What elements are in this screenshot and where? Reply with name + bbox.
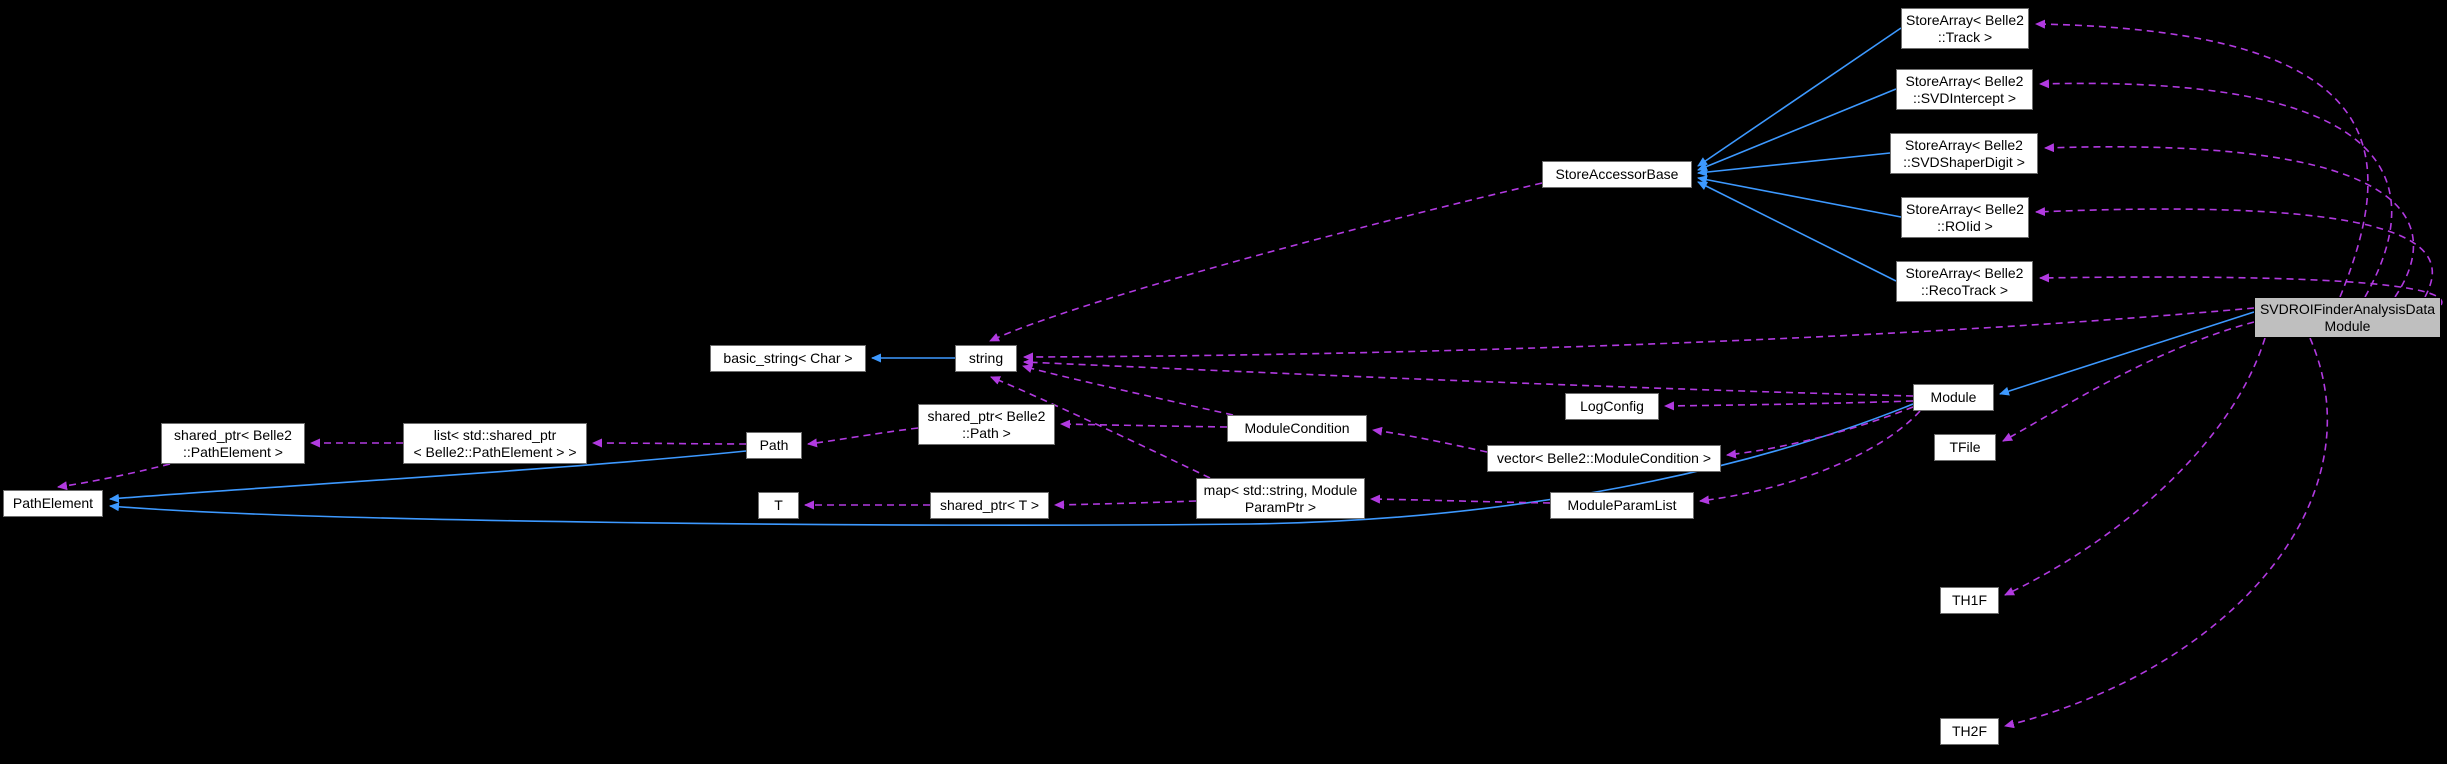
node-string[interactable]: string bbox=[955, 345, 1017, 372]
edge-graynode-string bbox=[1023, 307, 2255, 362]
edge-graynode-track bbox=[2035, 19, 2369, 298]
edge-track-storeaccessorbase bbox=[1697, 27, 1902, 167]
node-sharedptrt[interactable]: shared_ptr< T > bbox=[930, 492, 1049, 519]
node-label: StoreArray< Belle2 bbox=[1906, 11, 2024, 28]
edge-graynode-svdshaperdigit bbox=[2044, 143, 2415, 298]
node-label: StoreArray< Belle2 bbox=[1906, 200, 2024, 217]
node-label: Path bbox=[759, 437, 789, 453]
node-label: StoreArray< Belle2 bbox=[1905, 72, 2024, 89]
node-label: StoreArray< Belle2 bbox=[1905, 264, 2024, 281]
node-sharedptrpe[interactable]: shared_ptr< Belle2::PathElement > bbox=[161, 423, 305, 464]
edge-svdshaperdigit-storeaccessorbase bbox=[1697, 152, 1891, 177]
node-modulecondition[interactable]: ModuleCondition bbox=[1227, 415, 1367, 442]
node-th1f[interactable]: TH1F bbox=[1940, 587, 1999, 614]
node-basicstring[interactable]: basic_string< Char > bbox=[710, 345, 866, 372]
node-label: LogConfig bbox=[1580, 398, 1644, 414]
node-module[interactable]: Module bbox=[1913, 384, 1994, 411]
edge-storeaccessorbase-string bbox=[989, 182, 1543, 342]
edge-graynode-recotrack bbox=[2039, 273, 2443, 306]
edge-graynode-th2f bbox=[2004, 337, 2329, 729]
edge-roiid-storeaccessorbase bbox=[1697, 175, 1902, 218]
node-modparamlist[interactable]: ModuleParamList bbox=[1550, 492, 1694, 519]
node-label: shared_ptr< Belle2 bbox=[174, 426, 292, 443]
node-label: StoreAccessorBase bbox=[1555, 166, 1679, 182]
edge-modparamlist-map bbox=[1370, 494, 1551, 504]
edge-path-pathelement bbox=[109, 450, 747, 503]
node-label: ::SVDIntercept > bbox=[1912, 89, 2017, 106]
node-label: basic_string< Char > bbox=[723, 350, 853, 366]
edge-module-modparamlist bbox=[1699, 410, 1921, 505]
node-label: TH2F bbox=[1952, 723, 1987, 739]
edge-sharedptrpath-path bbox=[807, 427, 919, 448]
edge-map-string bbox=[990, 376, 1211, 479]
node-label: string bbox=[968, 350, 1004, 366]
node-svdintercept[interactable]: StoreArray< Belle2::SVDIntercept > bbox=[1896, 69, 2033, 110]
edge-map-sharedptrt bbox=[1054, 500, 1197, 510]
node-t[interactable]: T bbox=[758, 492, 799, 519]
node-label: ParamPtr > bbox=[1244, 498, 1317, 515]
node-label: ::PathElement > bbox=[182, 443, 283, 460]
node-label: shared_ptr< Belle2 bbox=[927, 407, 1046, 424]
node-sharedptrpath[interactable]: shared_ptr< Belle2::Path > bbox=[918, 404, 1055, 445]
edge-recotrack-storeaccessorbase bbox=[1697, 181, 1897, 282]
edge-vectorcond-modulecondition bbox=[1372, 426, 1488, 453]
edge-sharedptrpe-pathelement bbox=[57, 463, 171, 491]
node-label: T bbox=[774, 497, 783, 513]
node-label: ModuleParamList bbox=[1567, 497, 1677, 513]
node-track[interactable]: StoreArray< Belle2::Track > bbox=[1901, 8, 2029, 49]
node-roiid[interactable]: StoreArray< Belle2::ROIid > bbox=[1901, 197, 2029, 238]
node-label: ModuleCondition bbox=[1244, 420, 1350, 436]
edge-path-listpe bbox=[592, 438, 747, 448]
node-label: ::Track > bbox=[1937, 28, 1993, 45]
node-label: ::RecoTrack > bbox=[1920, 281, 2008, 298]
node-label: map< std::string, Module bbox=[1203, 481, 1358, 498]
edge-graynode-module bbox=[1999, 311, 2255, 396]
node-label: ::ROIid > bbox=[1937, 217, 1993, 234]
edge-graynode-svdintercept bbox=[2039, 79, 2393, 298]
node-label: Module bbox=[2324, 317, 2371, 334]
edge-graynode-roiid bbox=[2035, 207, 2434, 298]
node-tfile[interactable]: TFile bbox=[1934, 434, 1996, 461]
node-storeaccessorbase[interactable]: StoreAccessorBase bbox=[1542, 161, 1692, 188]
node-label: shared_ptr< T > bbox=[939, 497, 1040, 513]
node-label: ::Path > bbox=[962, 424, 1011, 441]
node-label: TFile bbox=[1949, 439, 1981, 455]
node-label: TH1F bbox=[1952, 592, 1987, 608]
node-label: < Belle2::PathElement > > bbox=[413, 443, 577, 460]
edge-module-vectorcond bbox=[1726, 406, 1914, 459]
node-pathelement[interactable]: PathElement bbox=[3, 490, 103, 517]
node-label: SVDROIFinderAnalysisData bbox=[2259, 300, 2436, 317]
edge-module-logconfig bbox=[1664, 400, 1914, 411]
node-label: list< std::shared_ptr bbox=[433, 426, 557, 443]
node-svdshaperdigit[interactable]: StoreArray< Belle2::SVDShaperDigit > bbox=[1890, 133, 2038, 174]
node-label: vector< Belle2::ModuleCondition > bbox=[1496, 450, 1712, 466]
node-label: ::SVDShaperDigit > bbox=[1903, 153, 2025, 170]
edge-svdintercept-storeaccessorbase bbox=[1697, 88, 1897, 171]
edge-graynode-tfile bbox=[2002, 321, 2255, 442]
edge-modulecondition-string bbox=[1022, 364, 1234, 416]
edge-modulecondition-sharedptrpath bbox=[1060, 419, 1228, 429]
node-label: PathElement bbox=[12, 495, 94, 511]
node-path[interactable]: Path bbox=[746, 432, 802, 459]
node-logconfig[interactable]: LogConfig bbox=[1565, 393, 1659, 420]
node-label: StoreArray< Belle2 bbox=[1905, 136, 2023, 153]
node-label: Module bbox=[1930, 389, 1977, 405]
edge-module-string bbox=[1023, 357, 1914, 397]
node-listpe[interactable]: list< std::shared_ptr< Belle2::PathEleme… bbox=[403, 423, 587, 464]
node-recotrack[interactable]: StoreArray< Belle2::RecoTrack > bbox=[1896, 261, 2033, 302]
edge-graynode-th1f bbox=[2004, 337, 2266, 596]
node-th2f[interactable]: TH2F bbox=[1940, 718, 1999, 745]
node-vectorcond[interactable]: vector< Belle2::ModuleCondition > bbox=[1487, 445, 1721, 472]
